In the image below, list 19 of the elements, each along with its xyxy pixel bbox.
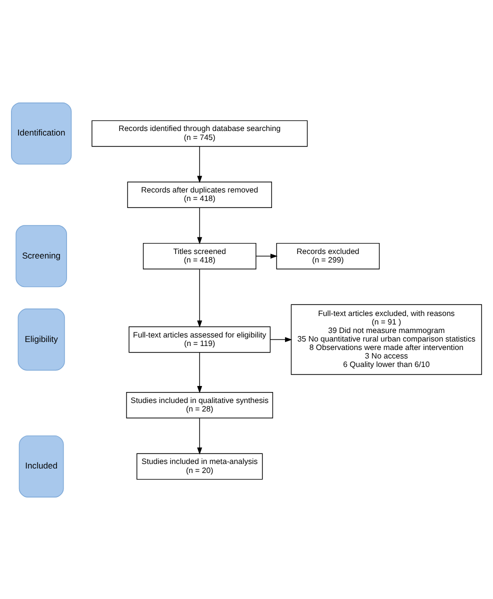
arrow (197, 352, 202, 393)
node-box: Titles screened (n = 418) (142, 242, 256, 269)
node-box: Eligibility (18, 308, 65, 370)
arrow (197, 268, 202, 328)
arrow (197, 146, 202, 182)
arrow (256, 253, 278, 258)
arrow (197, 207, 202, 244)
node-box: Identification (11, 102, 72, 164)
node-box: Screening (16, 224, 67, 287)
arrow (197, 417, 202, 454)
node-box: Included (18, 434, 64, 497)
node-box: Records excluded (n = 299) (276, 242, 380, 269)
node-box: Studies included in meta-analysis (n = 20) (136, 452, 263, 480)
node-box: Records after duplicates removed (n = 418) (127, 181, 272, 208)
node-box: Studies included in qualitative synthesis (n = 28) (126, 391, 274, 418)
node-box: Full-text articles excluded, with reasons (n = 91 ) 39 Did not measure mammogram 35 No quantitative rural urban comparison statistics 8 Observations were made after intervention 3 No access 6 Quality lower than 6/10 (290, 304, 482, 374)
arrow (270, 336, 292, 342)
node-box: Records identified through database searching (n = 745) (92, 120, 308, 146)
node-box: Full-text articles assessed for eligibility (n = 119) (128, 326, 271, 352)
